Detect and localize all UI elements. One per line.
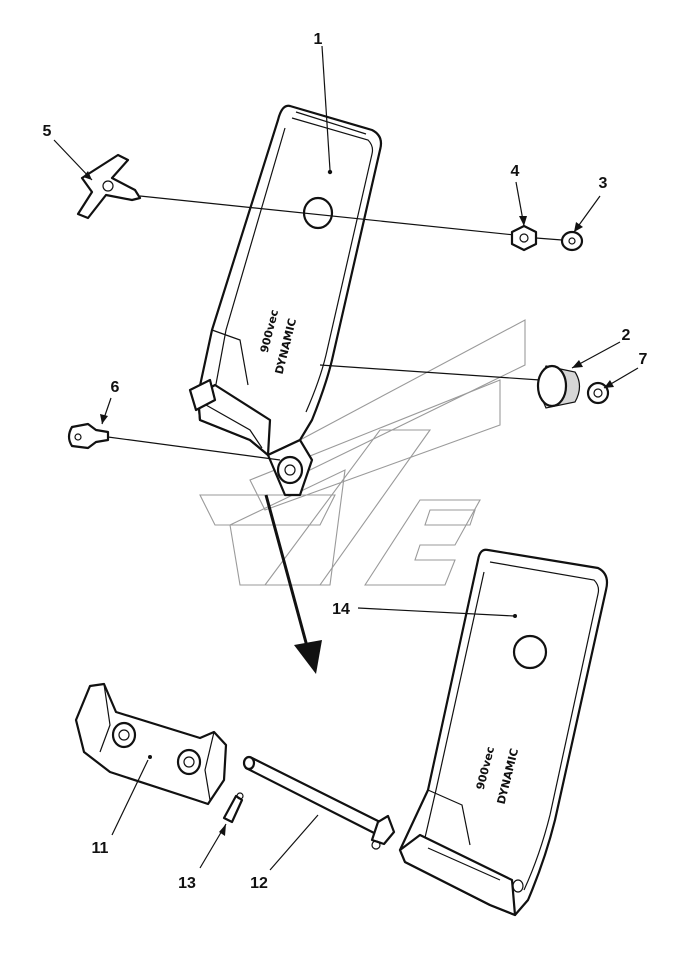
callout-11: 11 — [92, 840, 109, 857]
countersunk-screw — [67, 422, 281, 461]
rubber-stop — [319, 364, 581, 409]
hex-nut — [510, 224, 538, 252]
callout-3: 3 — [599, 175, 608, 192]
wing-screw — [76, 153, 525, 237]
callout-13: 13 — [178, 875, 196, 892]
hinge-pin — [242, 755, 396, 850]
callout-6: 6 — [111, 379, 120, 396]
footrest-pedal-upper: DYNAMIC 900vec — [188, 104, 383, 497]
callout-labels: 1 2 3 4 5 6 7 11 12 13 14 — [43, 31, 648, 892]
callout-7: 7 — [639, 351, 648, 368]
washer-3 — [535, 230, 584, 252]
washer-7 — [586, 381, 610, 405]
callout-12: 12 — [250, 875, 268, 892]
callout-5: 5 — [43, 123, 52, 140]
hinge-bracket — [74, 682, 228, 806]
direction-arrow — [264, 494, 322, 674]
callout-1: 1 — [314, 31, 323, 48]
footrest-pedal-lower: DYNAMIC 900vec — [398, 548, 609, 917]
split-pin — [222, 792, 244, 824]
callout-leaders — [53, 45, 639, 871]
callout-14: 14 — [332, 601, 350, 618]
callout-4: 4 — [511, 163, 520, 180]
callout-2: 2 — [622, 327, 631, 344]
